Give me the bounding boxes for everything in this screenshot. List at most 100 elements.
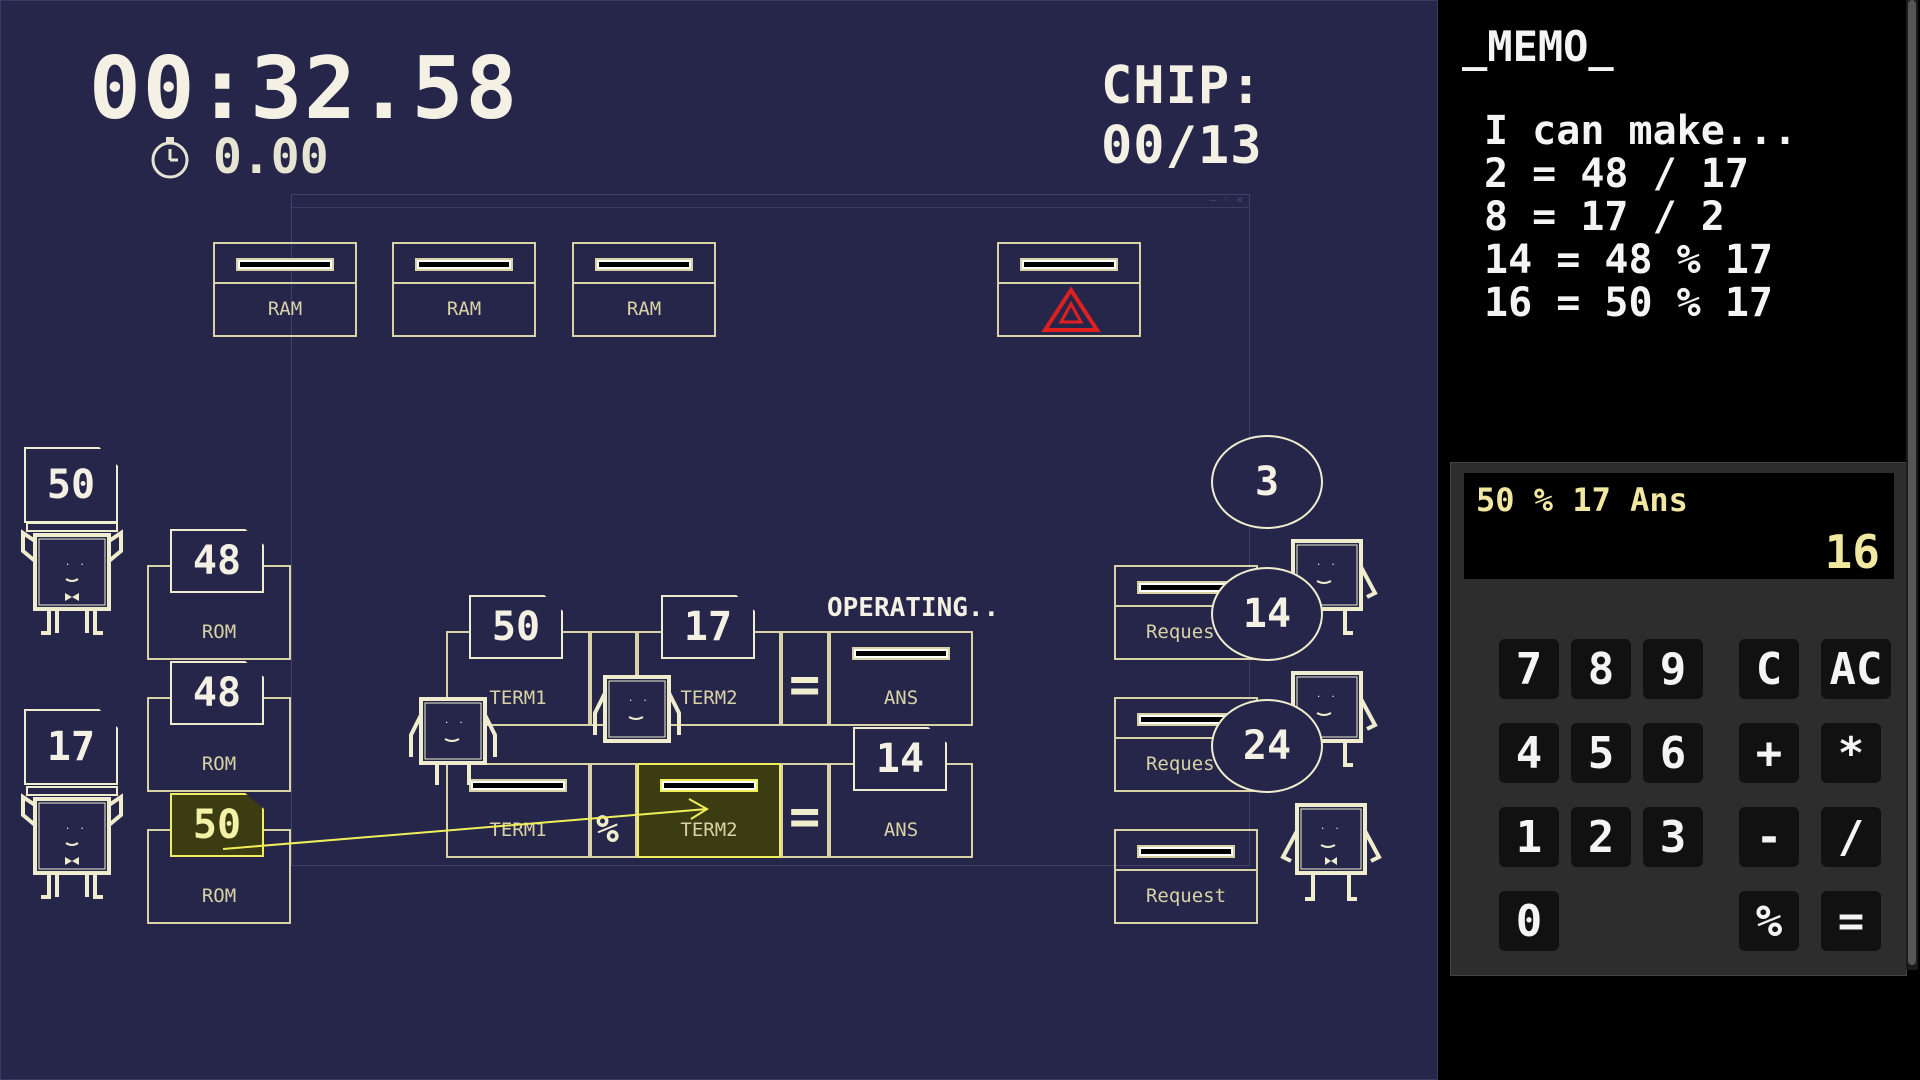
game-board: 00:32.58 0.00 CHIP: 00/13 — ◦ ✕ RAM RAM … xyxy=(0,0,1438,1080)
recycle-slot[interactable] xyxy=(997,242,1141,337)
ram-slot-1[interactable]: RAM xyxy=(213,242,357,337)
calculator-display: 50 % 17 Ans 16 xyxy=(1464,473,1894,579)
worker-card[interactable]: 17 xyxy=(24,709,118,785)
term1-card[interactable]: 50 xyxy=(469,595,563,659)
key-8[interactable]: 8 xyxy=(1571,639,1631,699)
ram-slot-1-port xyxy=(236,258,334,271)
key-equals[interactable]: = xyxy=(1821,891,1881,951)
key-1[interactable]: 1 xyxy=(1499,807,1559,867)
stopwatch-value: 0.00 xyxy=(213,129,329,185)
ram-label: RAM xyxy=(626,298,662,320)
key-3[interactable]: 3 xyxy=(1643,807,1703,867)
ram-label: RAM xyxy=(267,298,303,320)
recycle-slot-port xyxy=(1020,258,1118,271)
request-label: Request xyxy=(1145,885,1227,907)
request-slot-3[interactable]: Request xyxy=(1114,829,1258,924)
status-operating: OPERATING.. xyxy=(827,593,1000,623)
scrollbar[interactable] xyxy=(1906,0,1918,970)
rom-card-selected[interactable]: 50 xyxy=(170,793,264,857)
ans-label: ANS xyxy=(883,819,919,841)
requester-robot[interactable]: ˙ ˙ xyxy=(1277,801,1385,905)
key-all-clear[interactable]: AC xyxy=(1821,639,1891,699)
svg-text:˙ ˙: ˙ ˙ xyxy=(443,720,465,734)
worker-card[interactable]: 50 xyxy=(24,447,118,523)
svg-text:˙ ˙: ˙ ˙ xyxy=(1319,826,1341,840)
request-bubble: 24 xyxy=(1211,699,1323,793)
ram-label: RAM xyxy=(446,298,482,320)
rom-label: ROM xyxy=(201,621,237,643)
request-divider xyxy=(1116,869,1256,871)
term1-label: TERM1 xyxy=(489,687,547,709)
worker-robot[interactable]: ˙ ˙ xyxy=(19,785,125,903)
scrollbar-thumb[interactable] xyxy=(1908,0,1916,965)
svg-text:˙ ˙: ˙ ˙ xyxy=(1315,694,1337,708)
worker-robot[interactable]: ˙ ˙ xyxy=(19,521,125,639)
term1-slot-row2[interactable]: TERM1 xyxy=(446,763,590,858)
term1-label: TERM1 xyxy=(489,819,547,841)
ans-port-row1 xyxy=(852,647,950,660)
recycle-divider xyxy=(999,282,1139,284)
ram-divider xyxy=(215,282,355,284)
request-label: Request xyxy=(1145,753,1227,775)
svg-text:˙ ˙: ˙ ˙ xyxy=(64,562,86,576)
operator-robot[interactable]: ˙ ˙ xyxy=(405,695,501,789)
key-minus[interactable]: - xyxy=(1739,807,1799,867)
ram-divider xyxy=(574,282,714,284)
equals-slot-row2: = xyxy=(781,763,829,858)
rom-card[interactable]: 48 xyxy=(170,661,264,725)
calculator-result: 16 xyxy=(1824,525,1880,579)
key-7[interactable]: 7 xyxy=(1499,639,1559,699)
term2-card[interactable]: 17 xyxy=(661,595,755,659)
ans-label: ANS xyxy=(883,687,919,709)
calculator-expression: 50 % 17 Ans xyxy=(1476,481,1688,519)
svg-text:˙ ˙: ˙ ˙ xyxy=(64,826,86,840)
key-multiply[interactable]: * xyxy=(1821,723,1881,783)
key-modulo[interactable]: % xyxy=(1739,891,1799,951)
request-bubble: 14 xyxy=(1211,567,1323,661)
ram-slot-3[interactable]: RAM xyxy=(572,242,716,337)
svg-text:˙ ˙: ˙ ˙ xyxy=(627,698,649,712)
request-bubble: 3 xyxy=(1211,435,1323,529)
key-plus[interactable]: + xyxy=(1739,723,1799,783)
stopwatch-icon xyxy=(151,137,189,179)
term2-port-row2 xyxy=(660,779,758,792)
key-0[interactable]: 0 xyxy=(1499,891,1559,951)
ans-slot-row1[interactable]: ANS xyxy=(829,631,973,726)
memo-title: _MEMO_ xyxy=(1462,22,1614,71)
request-port-3 xyxy=(1137,845,1235,858)
chip-counter: CHIP: 00/13 xyxy=(1101,56,1263,176)
term2-label: TERM2 xyxy=(680,819,738,841)
key-clear[interactable]: C xyxy=(1739,639,1799,699)
calculator: 50 % 17 Ans 16 7 8 9 C AC 4 5 6 + * 1 2 … xyxy=(1450,462,1907,976)
elapsed-timer: 00:32.58 xyxy=(89,39,520,139)
key-6[interactable]: 6 xyxy=(1643,723,1703,783)
request-slot-2[interactable]: Request xyxy=(1114,697,1258,792)
rom-card[interactable]: 48 xyxy=(170,529,264,593)
key-divide[interactable]: / xyxy=(1821,807,1881,867)
equals-sign: = xyxy=(789,655,821,715)
request-label: Request xyxy=(1145,621,1227,643)
memo-panel: _MEMO_ I can make... 2 = 48 / 17 8 = 17 … xyxy=(1440,0,1920,460)
key-2[interactable]: 2 xyxy=(1571,807,1631,867)
key-4[interactable]: 4 xyxy=(1499,723,1559,783)
board-window: — ◦ ✕ xyxy=(291,193,1250,866)
memo-text[interactable]: I can make... 2 = 48 / 17 8 = 17 / 2 14 … xyxy=(1484,108,1798,326)
key-9[interactable]: 9 xyxy=(1643,639,1703,699)
term2-slot-row2-highlighted[interactable]: TERM2 xyxy=(637,763,781,858)
ram-slot-2-port xyxy=(415,258,513,271)
operator-robot[interactable]: ˙ ˙ xyxy=(589,673,685,767)
ram-divider xyxy=(394,282,534,284)
request-divider xyxy=(1116,605,1256,607)
svg-text:˙ ˙: ˙ ˙ xyxy=(1315,562,1337,576)
term2-label: TERM2 xyxy=(680,687,738,709)
equals-slot-row1: = xyxy=(781,631,829,726)
ram-slot-2[interactable]: RAM xyxy=(392,242,536,337)
recycle-warning-icon xyxy=(1041,286,1101,332)
request-divider xyxy=(1116,737,1256,739)
key-5[interactable]: 5 xyxy=(1571,723,1631,783)
rom-label: ROM xyxy=(201,753,237,775)
ans-card[interactable]: 14 xyxy=(853,727,947,791)
ram-slot-3-port xyxy=(595,258,693,271)
window-controls[interactable]: — ◦ ✕ xyxy=(1209,193,1243,206)
term1-port-row2 xyxy=(469,779,567,792)
